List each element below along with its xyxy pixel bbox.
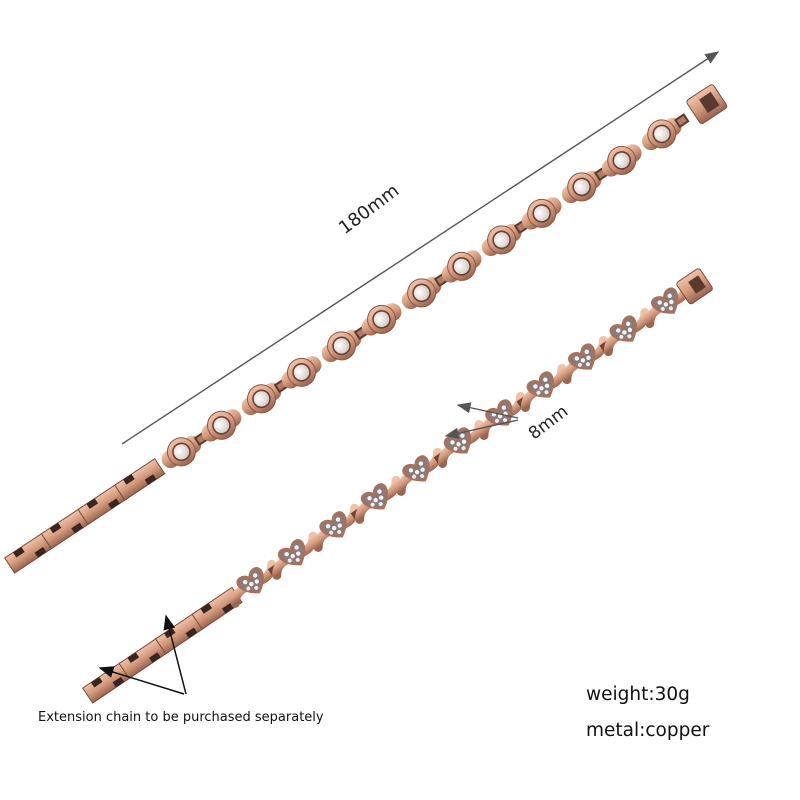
width-arrow-lower [444, 419, 519, 439]
heart-crystal-bracelet [82, 268, 713, 704]
magnetic-bracelet [4, 84, 728, 574]
extension-arrow-left [98, 666, 185, 695]
width-arrow-upper [456, 402, 519, 419]
extension-arrow-right [163, 614, 187, 695]
weight-spec: weight:30g [586, 684, 690, 705]
extension-chain-note: Extension chain to be purchased separate… [38, 710, 324, 725]
metal-spec: metal:copper [586, 720, 710, 741]
length-dimension-line [121, 51, 720, 445]
